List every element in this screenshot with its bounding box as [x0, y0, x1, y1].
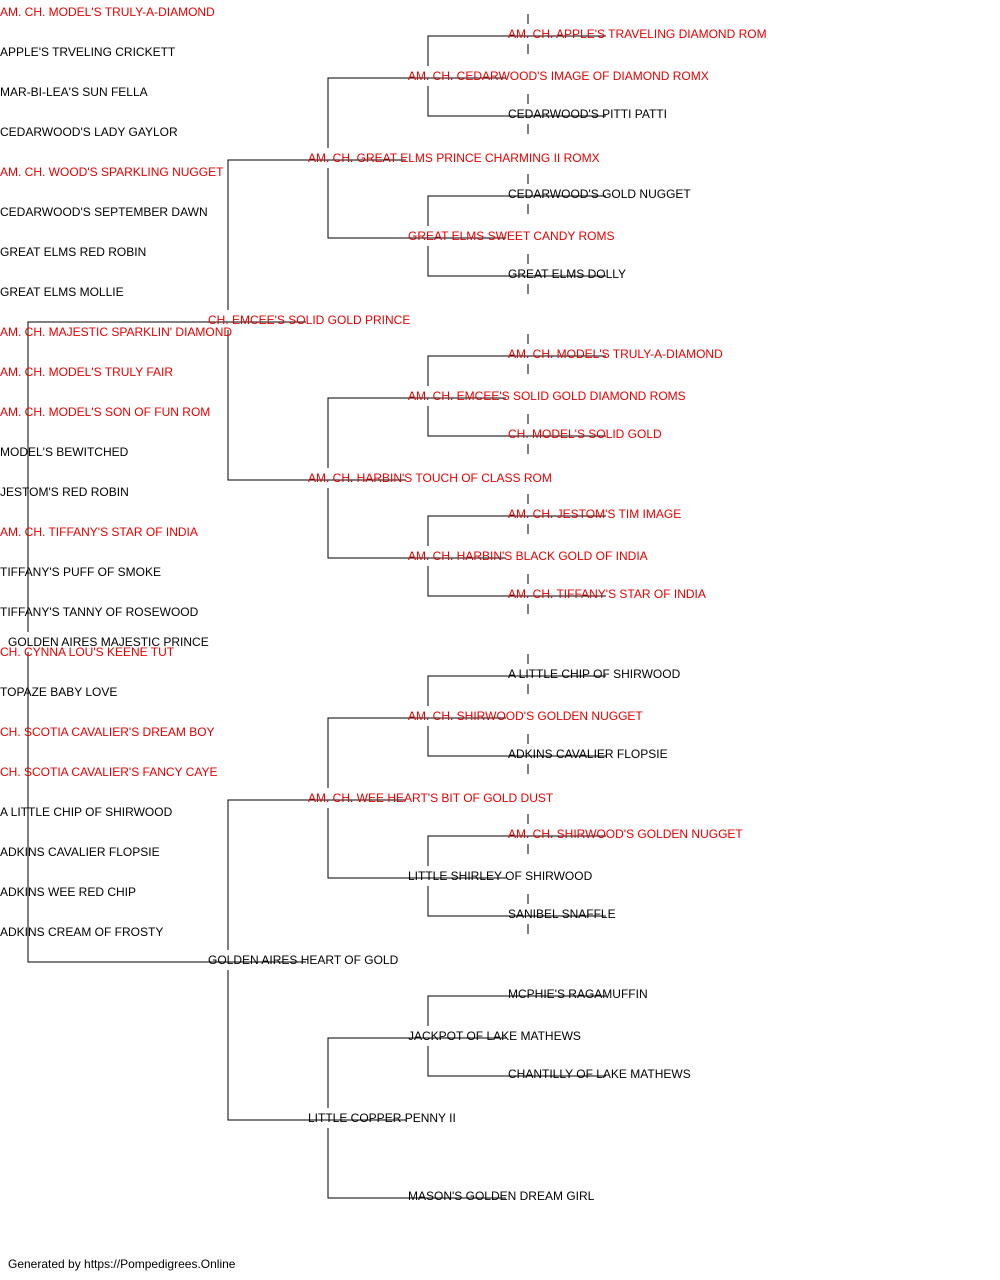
dog-name-cedarwood-s-september-dawn: CEDARWOOD'S SEPTEMBER DAWN: [0, 205, 208, 219]
connector-line: [427, 355, 606, 386]
dog-name-am-ch-cedarwood-s-image-of-diamond-romx: AM. CH. CEDARWOOD'S IMAGE OF DIAMOND ROM…: [408, 69, 709, 83]
connector-line: [427, 726, 606, 757]
connector-line: [327, 397, 506, 468]
dog-name-great-elms-mollie: GREAT ELMS MOLLIE: [0, 285, 124, 299]
connector-line: [427, 886, 606, 917]
dog-name-topaze-baby-love: TOPAZE BABY LOVE: [0, 685, 117, 699]
dog-name-am-ch-tiffany-s-star-of-india: AM. CH. TIFFANY'S STAR OF INDIA: [508, 587, 706, 601]
connector-line: [327, 77, 506, 148]
dog-name-apple-s-trveling-crickett: APPLE'S TRVELING CRICKETT: [0, 45, 176, 59]
dog-name-am-ch-tiffany-s-star-of-india: AM. CH. TIFFANY'S STAR OF INDIA: [0, 525, 198, 539]
dog-name-am-ch-harbin-s-black-gold-of-india: AM. CH. HARBIN'S BLACK GOLD OF INDIA: [408, 549, 648, 563]
dog-name-ch-scotia-cavalier-s-fancy-caye: CH. SCOTIA CAVALIER'S FANCY CAYE: [0, 765, 217, 779]
dog-name-am-ch-model-s-son-of-fun-rom: AM. CH. MODEL'S SON OF FUN ROM: [0, 405, 210, 419]
connector-line: [27, 652, 306, 963]
dog-name-great-elms-dolly: GREAT ELMS DOLLY: [508, 267, 626, 281]
dog-name-am-ch-great-elms-prince-charming-ii-romx: AM. CH. GREAT ELMS PRINCE CHARMING II RO…: [308, 151, 600, 165]
dog-name-adkins-wee-red-chip: ADKINS WEE RED CHIP: [0, 885, 136, 899]
connector-line: [327, 1128, 506, 1199]
connector-line: [227, 159, 406, 310]
dog-name-am-ch-wee-heart-s-bit-of-gold-dust: AM. CH. WEE HEART'S BIT OF GOLD DUST: [308, 791, 554, 805]
connector-line: [427, 566, 606, 597]
connector-line: [227, 330, 406, 481]
connector-line: [427, 86, 606, 117]
connector-line: [427, 515, 606, 546]
dog-name-great-elms-sweet-candy-roms: GREAT ELMS SWEET CANDY ROMS: [408, 229, 614, 243]
dog-name-am-ch-emcee-s-solid-gold-diamond-roms: AM. CH. EMCEE'S SOLID GOLD DIAMOND ROMS: [408, 389, 686, 403]
connector-line: [427, 195, 606, 226]
connector-line: [427, 675, 606, 706]
connector-line: [427, 406, 606, 437]
dog-name-mcphie-s-ragamuffin: MCPHIE'S RAGAMUFFIN: [508, 987, 648, 1001]
connector-line: [327, 1037, 506, 1108]
dog-name-am-ch-harbin-s-touch-of-class-rom: AM. CH. HARBIN'S TOUCH OF CLASS ROM: [308, 471, 552, 485]
dog-name-am-ch-shirwood-s-golden-nugget: AM. CH. SHIRWOOD'S GOLDEN NUGGET: [508, 827, 743, 841]
dog-name-jackpot-of-lake-mathews: JACKPOT OF LAKE MATHEWS: [408, 1029, 581, 1043]
dog-name-a-little-chip-of-shirwood: A LITTLE CHIP OF SHIRWOOD: [508, 667, 681, 681]
dog-name-ch-emcee-s-solid-gold-prince: CH. EMCEE'S SOLID GOLD PRINCE: [208, 313, 410, 327]
dog-name-jestom-s-red-robin: JESTOM'S RED ROBIN: [0, 485, 129, 499]
dog-name-cedarwood-s-gold-nugget: CEDARWOOD'S GOLD NUGGET: [508, 187, 691, 201]
connector-line: [327, 168, 506, 239]
connector-line: [227, 970, 406, 1121]
connector-line: [427, 1046, 606, 1077]
dog-name-am-ch-majestic-sparklin-diamond: AM. CH. MAJESTIC SPARKLIN' DIAMOND: [0, 325, 232, 339]
dog-name-sanibel-snaffle: SANIBEL SNAFFLE: [508, 907, 616, 921]
dog-name-little-copper-penny-ii: LITTLE COPPER PENNY II: [308, 1111, 456, 1125]
connector-line: [327, 808, 506, 879]
dog-name-model-s-bewitched: MODEL'S BEWITCHED: [0, 445, 129, 459]
connector-line: [327, 717, 506, 788]
dog-name-cedarwood-s-lady-gaylor: CEDARWOOD'S LADY GAYLOR: [0, 125, 178, 139]
dog-name-am-ch-jestom-s-tim-image: AM. CH. JESTOM'S TIM IMAGE: [508, 507, 681, 521]
connector-line: [327, 488, 506, 559]
dog-name-ch-cynna-lou-s-keene-tut: CH. CYNNA LOU'S KEENE TUT: [0, 645, 175, 659]
dog-name-am-ch-model-s-truly-a-diamond: AM. CH. MODEL'S TRULY-A-DIAMOND: [0, 5, 215, 19]
dog-name-ch-scotia-cavalier-s-dream-boy: CH. SCOTIA CAVALIER'S DREAM BOY: [0, 725, 215, 739]
dog-name-tiffany-s-puff-of-smoke: TIFFANY'S PUFF OF SMOKE: [0, 565, 161, 579]
footer-credit: Generated by https://Pompedigrees.Online: [8, 1257, 236, 1271]
connector-line: [227, 799, 406, 950]
connector-line: [427, 35, 606, 66]
dog-name-cedarwood-s-pitti-patti: CEDARWOOD'S PITTI PATTI: [508, 107, 667, 121]
dog-name-mason-s-golden-dream-girl: MASON'S GOLDEN DREAM GIRL: [408, 1189, 595, 1203]
dog-name-am-ch-model-s-truly-a-diamond: AM. CH. MODEL'S TRULY-A-DIAMOND: [508, 347, 723, 361]
dog-name-mar-bi-lea-s-sun-fella: MAR-BI-LEA'S SUN FELLA: [0, 85, 148, 99]
dog-name-great-elms-red-robin: GREAT ELMS RED ROBIN: [0, 245, 146, 259]
dog-name-golden-aires-heart-of-gold: GOLDEN AIRES HEART OF GOLD: [208, 953, 399, 967]
dog-name-golden-aires-majestic-prince: GOLDEN AIRES MAJESTIC PRINCE: [8, 635, 209, 649]
connector-line: [27, 321, 306, 632]
dog-name-adkins-cavalier-flopsie: ADKINS CAVALIER FLOPSIE: [0, 845, 160, 859]
dog-name-little-shirley-of-shirwood: LITTLE SHIRLEY OF SHIRWOOD: [408, 869, 593, 883]
connector-line: [427, 835, 606, 866]
dog-name-a-little-chip-of-shirwood: A LITTLE CHIP OF SHIRWOOD: [0, 805, 173, 819]
dog-name-adkins-cavalier-flopsie: ADKINS CAVALIER FLOPSIE: [508, 747, 668, 761]
dog-name-tiffany-s-tanny-of-rosewood: TIFFANY'S TANNY OF ROSEWOOD: [0, 605, 199, 619]
dog-name-am-ch-shirwood-s-golden-nugget: AM. CH. SHIRWOOD'S GOLDEN NUGGET: [408, 709, 643, 723]
connector-line: [427, 246, 606, 277]
dog-name-am-ch-wood-s-sparkling-nugget: AM. CH. WOOD'S SPARKLING NUGGET: [0, 165, 224, 179]
dog-name-adkins-cream-of-frosty: ADKINS CREAM OF FROSTY: [0, 925, 163, 939]
dog-name-chantilly-of-lake-mathews: CHANTILLY OF LAKE MATHEWS: [508, 1067, 691, 1081]
dog-name-am-ch-apple-s-traveling-diamond-rom: AM. CH. APPLE'S TRAVELING DIAMOND ROM: [508, 27, 767, 41]
dog-name-ch-model-s-solid-gold: CH. MODEL'S SOLID GOLD: [508, 427, 662, 441]
dog-name-am-ch-model-s-truly-fair: AM. CH. MODEL'S TRULY FAIR: [0, 365, 173, 379]
connector-line: [427, 995, 606, 1026]
